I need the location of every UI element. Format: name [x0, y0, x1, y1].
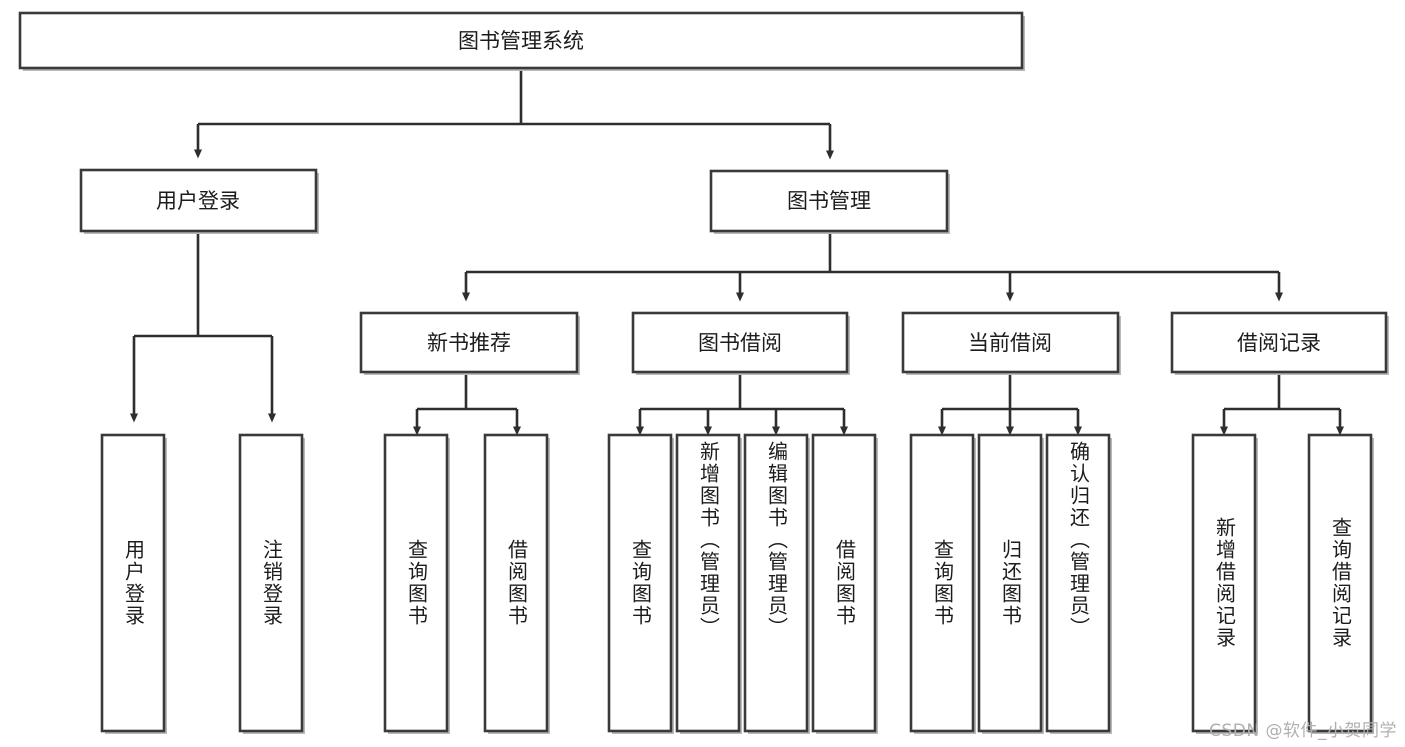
leaf-box-borrow-record-1[interactable] [1191, 433, 1257, 733]
leaf-box-current-borrow-2[interactable] [977, 433, 1043, 733]
root-box [18, 11, 1024, 70]
new-book-label: 新书推荐 [427, 331, 511, 355]
book-manage-box [709, 169, 949, 233]
leaf-box-book-borrow-1[interactable] [607, 433, 673, 733]
user-login-box [79, 168, 318, 233]
new-book-box [359, 311, 579, 374]
leaf-box-layer [100, 433, 1374, 734]
leaf-box-current-borrow-3[interactable] [1045, 433, 1111, 733]
leaf-box-new-book-1[interactable] [383, 433, 449, 733]
borrow-record-label: 借阅记录 [1237, 331, 1321, 355]
node-root[interactable]: 图书管理系统 [18, 11, 1025, 71]
leaf-box-book-borrow-3[interactable] [743, 433, 809, 733]
current-borrow-box [901, 311, 1120, 374]
connector-layer [130, 68, 1344, 436]
node-book-manage[interactable]: 图书管理 [709, 169, 950, 234]
node-user-login[interactable]: 用户登录 [79, 168, 319, 234]
node-book-borrow[interactable]: 图书借阅 [631, 311, 850, 375]
leaf-box-user-login-1[interactable] [100, 433, 166, 733]
borrow-record-box [1170, 311, 1388, 374]
book-borrow-label: 图书借阅 [698, 331, 782, 355]
root-label: 图书管理系统 [458, 29, 584, 53]
leaf-box-book-borrow-4[interactable] [811, 433, 877, 733]
leaf-box-current-borrow-1[interactable] [909, 433, 975, 733]
leaf-box-new-book-2[interactable] [483, 433, 549, 733]
book-manage-label: 图书管理 [787, 189, 871, 213]
node-current-borrow[interactable]: 当前借阅 [901, 311, 1121, 375]
leaf-box-user-login-2[interactable] [238, 433, 304, 733]
csdn-watermark: CSDN @软件_小贺同学 [1209, 721, 1397, 741]
leaf-box-book-borrow-2[interactable] [675, 433, 741, 733]
current-borrow-label: 当前借阅 [968, 331, 1052, 355]
node-borrow-record[interactable]: 借阅记录 [1170, 311, 1389, 375]
user-login-label: 用户登录 [156, 189, 240, 213]
leaf-box-borrow-record-2[interactable] [1307, 433, 1373, 733]
node-new-book[interactable]: 新书推荐 [359, 311, 580, 375]
book-borrow-box [631, 311, 849, 374]
